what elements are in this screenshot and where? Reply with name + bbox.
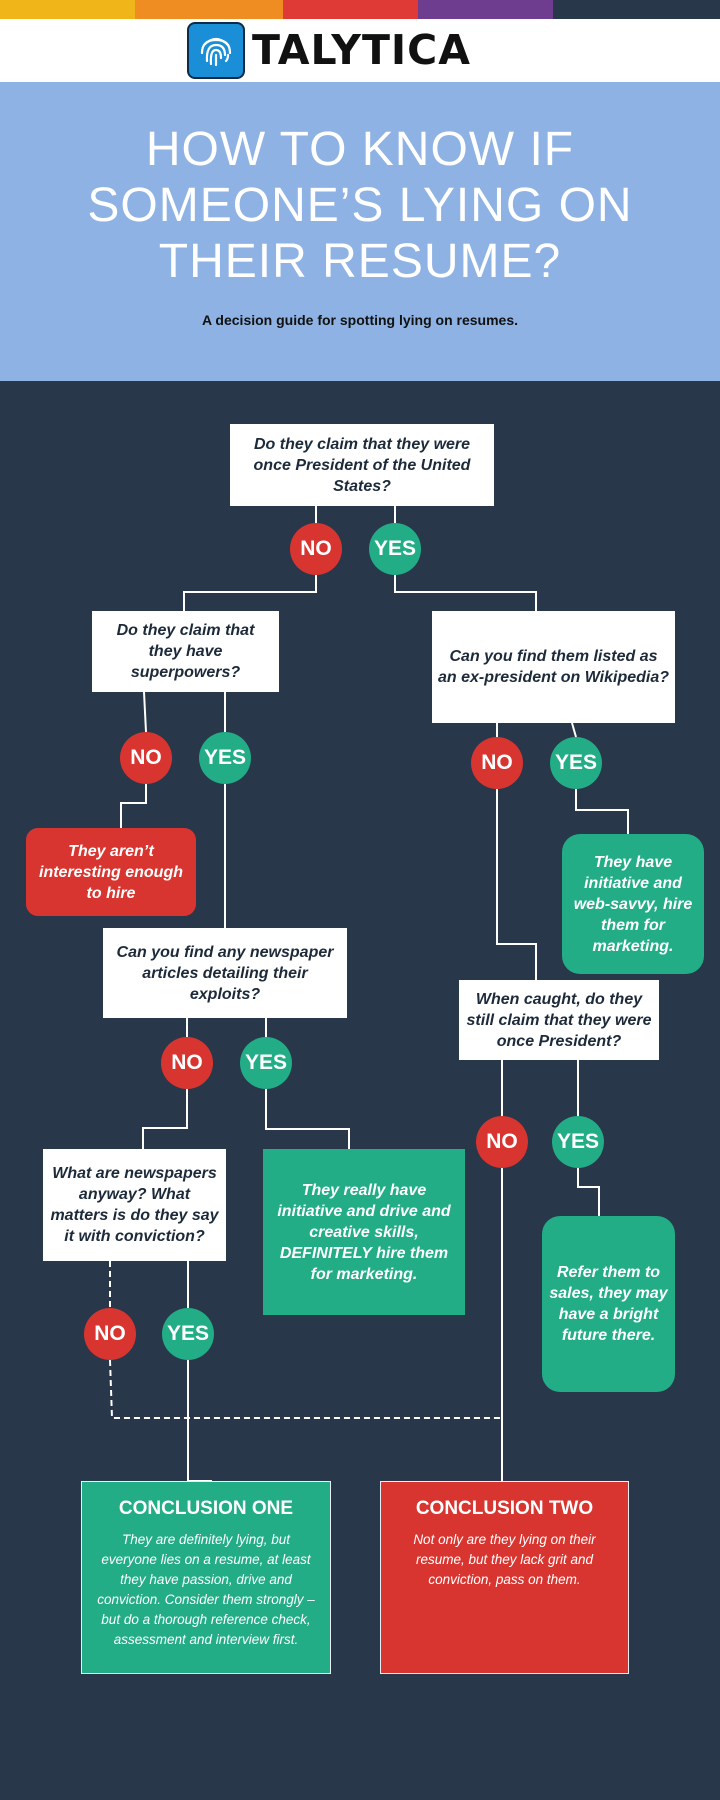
conclusion-one-title: CONCLUSION ONE [118, 1498, 294, 1519]
bar-navy [553, 0, 720, 19]
brand-color-bar [0, 0, 720, 19]
connector [142, 1089, 188, 1149]
result-not-interesting: They aren’t interesting enough to hire [26, 828, 196, 916]
question-president: Do they claim that they were once Presid… [230, 424, 494, 506]
page-title: HOW TO KNOW IF SOMEONE’S LYING ON THEIR … [0, 122, 720, 290]
no-circle: NO [161, 1037, 213, 1089]
header [0, 19, 720, 82]
yes-circle: YES [162, 1308, 214, 1360]
conclusion-one-text: They are definitely lying, but everyone … [97, 1532, 315, 1647]
result-marketing: They really have initiative and drive an… [263, 1149, 465, 1315]
question-conviction: What are newspapers anyway? What matters… [43, 1149, 226, 1261]
bar-yellow [0, 0, 135, 19]
connector [575, 789, 629, 834]
bar-orange [135, 0, 283, 19]
no-circle: NO [290, 523, 342, 575]
title-line: THEIR RESUME? [158, 235, 562, 288]
connector [187, 1360, 212, 1482]
yes-circle: YES [552, 1116, 604, 1168]
question-wikipedia: Can you find them listed as an ex-presid… [432, 611, 675, 723]
yes-circle: YES [199, 732, 251, 784]
conclusion-two-title: CONCLUSION TWO [415, 1498, 594, 1519]
page-subtitle: A decision guide for spotting lying on r… [201, 312, 519, 328]
connector [120, 784, 147, 828]
fingerprint-icon [187, 22, 245, 79]
conclusion-two-text: Not only are they lying on their resume,… [413, 1532, 596, 1587]
no-circle: NO [476, 1116, 528, 1168]
question-superpowers: Do they claim that they have superpowers… [92, 611, 279, 692]
connector [571, 722, 577, 738]
conclusion-two: CONCLUSION TWO Not only are they lying o… [380, 1481, 629, 1674]
yes-circle: YES [240, 1037, 292, 1089]
connector-dashed [109, 1359, 502, 1419]
title-line: HOW TO KNOW IF [145, 123, 575, 176]
yes-circle: YES [369, 523, 421, 575]
no-circle: NO [84, 1308, 136, 1360]
conclusion-one: CONCLUSION ONE They are definitely lying… [81, 1481, 331, 1674]
connector [265, 1089, 350, 1149]
no-circle: NO [120, 732, 172, 784]
result-sales: Refer them to sales, they may have a bri… [542, 1216, 675, 1392]
result-web-savvy: They have initiative and web-savvy, hire… [562, 834, 704, 974]
no-circle: NO [471, 737, 523, 789]
yes-circle: YES [550, 737, 602, 789]
connector [143, 691, 147, 733]
connector [394, 575, 537, 611]
brand-name: TALYTICA [252, 26, 471, 74]
hero-banner [0, 82, 720, 381]
connector [183, 575, 317, 611]
bar-red [283, 0, 418, 19]
question-newspaper: Can you find any newspaper articles deta… [103, 928, 347, 1018]
connector [577, 1168, 600, 1216]
question-when-caught: When caught, do they still claim that th… [459, 980, 659, 1060]
title-line: SOMEONE’S LYING ON [87, 179, 633, 232]
connector [496, 789, 537, 980]
bar-purple [418, 0, 553, 19]
